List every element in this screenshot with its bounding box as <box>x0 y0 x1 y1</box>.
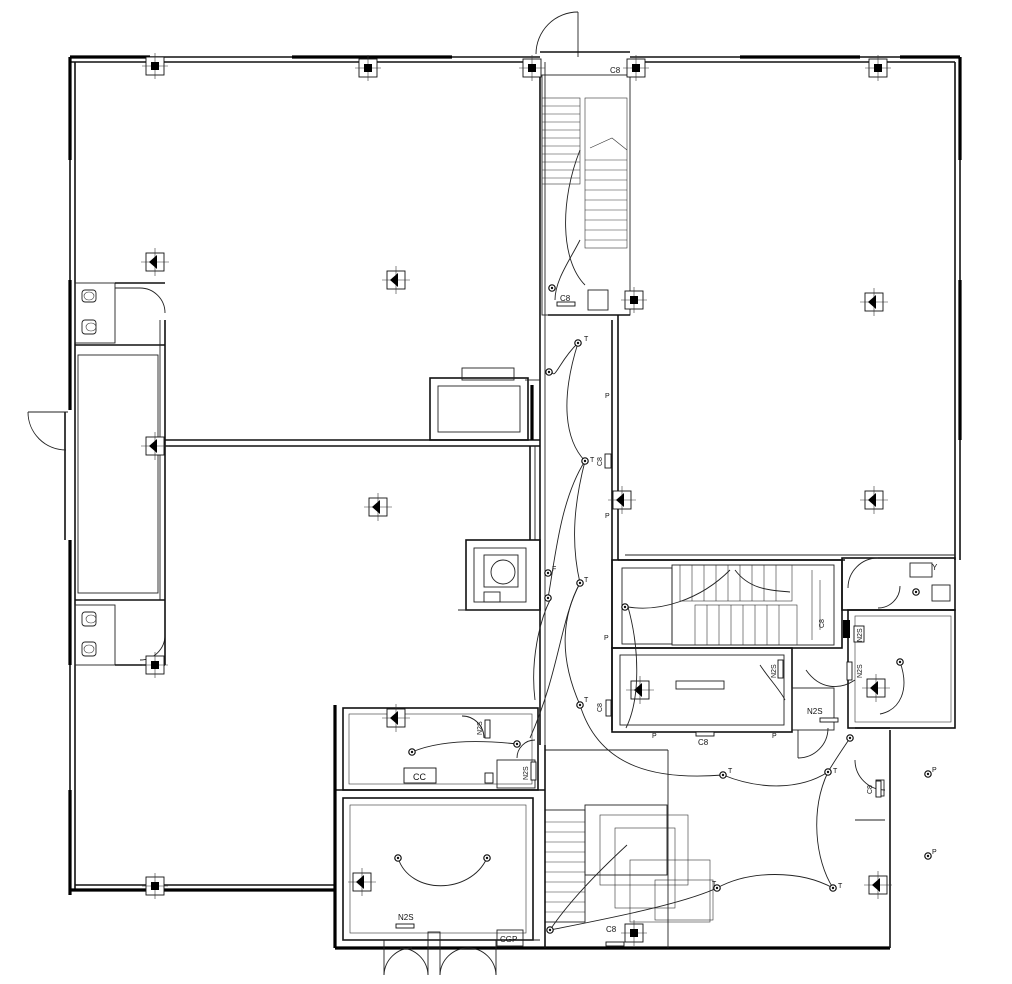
label-c8: C8 <box>610 66 621 75</box>
column-marker <box>620 286 648 314</box>
label-cgp: CGP <box>500 935 517 944</box>
label-n2s: N2S <box>398 913 414 922</box>
lamp-icon <box>513 740 521 748</box>
lamp-icon <box>574 339 582 347</box>
toilet-fixtures-left <box>81 289 97 657</box>
label-n2s: N2S <box>477 721 484 735</box>
lamp-icon <box>912 588 920 596</box>
emergency-light-icon <box>861 673 891 703</box>
emergency-lights <box>140 247 893 900</box>
column-marker <box>354 54 382 82</box>
emergency-light-icon <box>363 492 393 522</box>
text-labels: CC CGP N2S N2S N2S N2S N2S N2S N2S C8 C8… <box>398 66 938 944</box>
label-n2s: N2S <box>523 766 530 780</box>
lamp-icon <box>546 926 554 934</box>
column-marker <box>518 54 546 82</box>
label-t: T <box>590 457 595 464</box>
lamp-icon <box>924 852 932 860</box>
label-t: T <box>728 768 733 775</box>
label-n2s: N2S <box>771 664 778 678</box>
emergency-light-icon <box>859 287 889 317</box>
label-p: P <box>652 733 657 740</box>
emergency-light-icon <box>863 870 893 900</box>
label-p: P <box>605 393 610 400</box>
label-p: P <box>932 767 937 774</box>
lamp-icon <box>483 854 491 862</box>
lamp-icon <box>576 701 584 709</box>
label-n2s: N2S <box>857 628 864 642</box>
interior-walls <box>74 62 956 976</box>
column-marker <box>620 919 648 947</box>
label-y: Y <box>932 563 938 572</box>
lamp-icon <box>544 594 552 602</box>
emergency-light-icon <box>859 485 889 515</box>
label-t: T <box>584 336 589 343</box>
label-f: F <box>552 566 556 573</box>
label-c8: C8 <box>597 457 604 466</box>
label-t: T <box>584 577 589 584</box>
lamp-icon <box>824 768 832 776</box>
label-c8: C8 <box>867 785 874 794</box>
label-n2s: N2S <box>857 664 864 678</box>
lamp-icon <box>545 368 553 376</box>
label-n2s: N2S <box>807 707 823 716</box>
columns <box>141 52 892 947</box>
lamp-icon <box>719 771 727 779</box>
label-c8: C8 <box>560 294 571 303</box>
label-t: T <box>712 881 717 888</box>
emergency-light-icon <box>140 247 170 277</box>
column-marker <box>141 52 169 80</box>
emergency-light-icon <box>381 265 411 295</box>
column-marker <box>141 872 169 900</box>
lighting-circuits <box>397 239 905 931</box>
outer-walls <box>27 11 962 895</box>
lamp-icon <box>896 658 904 666</box>
lamp-icon <box>544 569 552 577</box>
lamp-icon <box>829 884 837 892</box>
label-t: T <box>833 768 838 775</box>
label-p: P <box>605 513 610 520</box>
lamp-icon <box>548 284 556 292</box>
emergency-light-icon <box>625 675 655 705</box>
label-p: P <box>932 849 937 856</box>
column-marker <box>864 54 892 82</box>
device-boxes <box>395 301 882 947</box>
lamp-icon <box>394 854 402 862</box>
label-t: T <box>584 697 589 704</box>
lamp-icon <box>846 734 854 742</box>
label-c8: C8 <box>606 925 617 934</box>
lamp-icon <box>408 748 416 756</box>
label-t: T <box>838 883 843 890</box>
label-p: P <box>604 635 609 642</box>
label-cc: CC <box>413 772 426 782</box>
label-p: P <box>772 733 777 740</box>
lamp-icon <box>576 579 584 587</box>
label-c8: C8 <box>597 703 604 712</box>
lamp-icon <box>621 603 629 611</box>
lamps <box>394 284 932 934</box>
label-c8: C8 <box>819 619 826 628</box>
lamp-icon <box>924 770 932 778</box>
emergency-light-icon <box>347 867 377 897</box>
lamp-icon <box>581 457 589 465</box>
label-c8: C8 <box>698 738 709 747</box>
column-marker <box>141 651 169 679</box>
column-marker <box>622 54 650 82</box>
